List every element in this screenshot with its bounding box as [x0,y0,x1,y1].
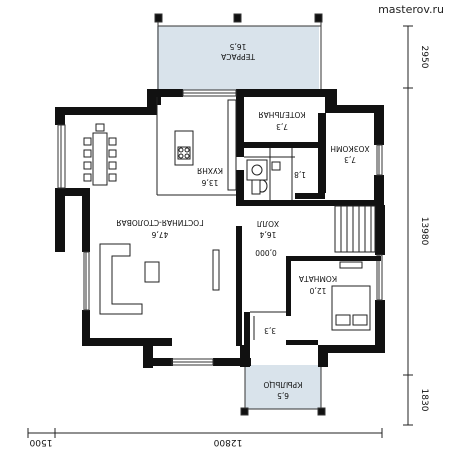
boiler-area: 7,3 [276,122,288,131]
utility-name: ХОЗКОМН [330,144,369,153]
living-area: 47,6 [151,230,168,239]
kitchen-area: 13,6 [201,178,218,187]
hall-area: 16,4 [259,230,276,239]
living-name: ГОСТИНАЯ-СТОЛОВАЯ [116,218,203,227]
bath-fixtures [246,159,281,195]
level-mark: 0,000 [255,248,277,257]
staircase [334,205,376,253]
dim-bottom-left: 1500 [29,437,52,447]
dim-right-bottom: 1830 [419,389,429,412]
kitchen-name: КУХНЯ [197,166,223,175]
terrace-name: ТЕРРАСА [220,52,256,61]
porch-area: 6,5 [277,391,289,400]
living-furniture [99,243,220,315]
exterior-walls [55,89,385,368]
room-name: КОМНАТА [298,274,337,283]
room-area: 12,0 [309,286,326,295]
porch-structure [240,365,326,416]
kitchen-furniture [174,99,237,191]
dim-right-mid: 13980 [419,217,429,246]
terrace-structure [154,13,323,90]
bedroom-furniture [331,261,371,331]
dimension-labels: 2950 13980 1830 1500 12800 [29,46,429,447]
interior-walls [157,97,381,346]
utility-area: 7,3 [344,155,356,164]
dimension-lines [27,25,413,438]
terrace-floor [157,26,319,90]
wc-area: 1,8 [294,170,306,179]
porch-name: КРЫЛЬЦО [263,380,302,389]
dining-table [83,123,117,186]
dining-bay-window [57,89,383,366]
hall-name: ХОЛЛ [257,219,279,228]
watermark: masterov.ru [378,3,444,16]
boiler-name: КОТЕЛЬНАЯ [258,110,305,119]
terrace-area: 16,5 [229,42,246,51]
dim-right-top: 2950 [419,46,429,69]
room-labels: ТЕРРАСА 16,5 КОТЕЛЬНАЯ 7,3 ХОЗКОМН 7,3 К… [116,42,369,400]
closet-area: 3,3 [264,326,276,335]
thin-partitions [156,97,295,313]
porch-floor [245,365,321,409]
dim-bottom-main: 12800 [213,437,242,447]
